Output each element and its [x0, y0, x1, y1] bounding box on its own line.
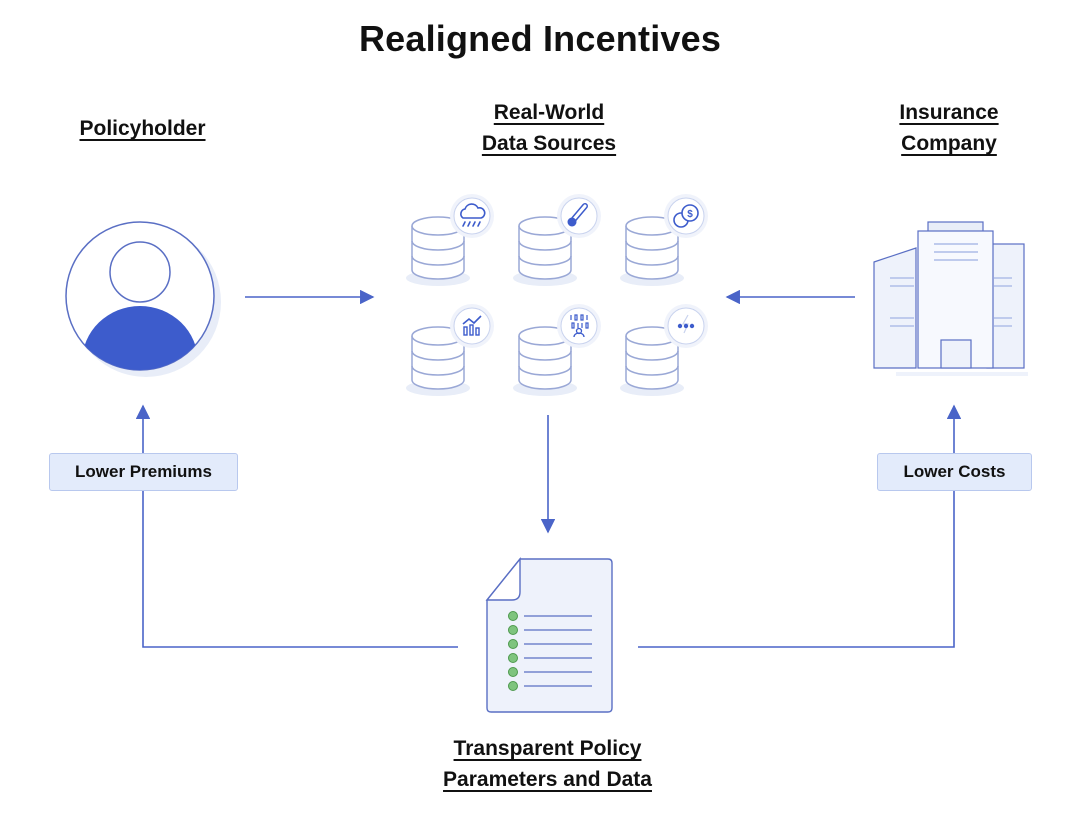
connector-policy-to-policyholder [142, 491, 458, 648]
thermometer-icon [557, 194, 601, 238]
coins-icon: $ [664, 194, 708, 238]
svg-text:$: $ [687, 209, 693, 220]
lower-costs-label: Lower Costs [877, 453, 1032, 491]
data-sources-label: Real-World Data Sources [430, 97, 668, 159]
policy-document-label: Transparent Policy Parameters and Data [390, 733, 705, 795]
connectors [135, 289, 962, 648]
diagram-title: Realigned Incentives [358, 18, 722, 59]
insurance-building [873, 221, 1028, 376]
policy-label-line1: Transparent Policy [453, 737, 642, 760]
connector-policy-to-insurance [638, 491, 955, 648]
lower-premiums-label: Lower Premiums [49, 453, 238, 491]
chart-icon [450, 304, 494, 348]
policyholder-label: Policyholder [40, 113, 245, 144]
rain-cloud-icon [450, 194, 494, 238]
data-sources-label-line2: Data Sources [481, 132, 617, 155]
insurance-company-label: Insurance Company [860, 97, 1038, 159]
checklist [508, 611, 592, 691]
data-sources-label-line1: Real-World [493, 101, 605, 124]
policy-label-line2: Parameters and Data [443, 768, 652, 791]
more-dots-icon [664, 304, 708, 348]
insurance-label-line2: Company [901, 132, 997, 155]
binary-data-icon [557, 304, 601, 348]
policyholder-label-text: Policyholder [79, 117, 206, 140]
policy-document-icon [485, 557, 613, 713]
insurance-label-line1: Insurance [899, 101, 999, 124]
policyholder-avatar [65, 221, 221, 377]
database-grid [405, 216, 685, 397]
